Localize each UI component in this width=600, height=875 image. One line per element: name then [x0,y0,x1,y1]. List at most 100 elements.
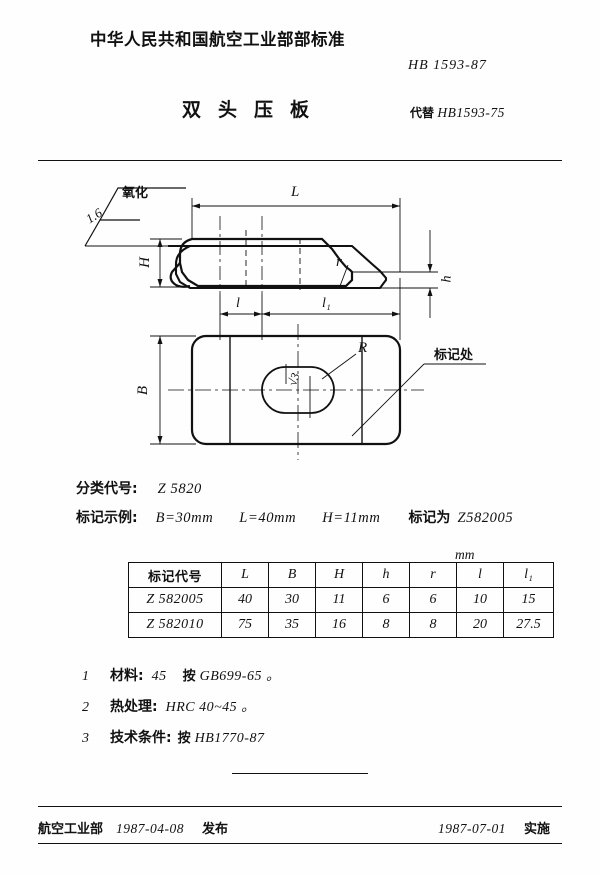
note-per: 按 [177,731,191,746]
surface-note-label: 氧化 [122,186,149,201]
table-cell: 30 [268,587,316,613]
footer-effective: 1987-07-01 实施 [438,818,550,838]
table-cell: 40 [221,587,269,613]
note-number: 3 [82,731,89,746]
table-header-cell: L [221,562,269,588]
dimension-label-L: L [291,184,300,200]
dimension-H [150,238,182,288]
dimension-label-h: h [439,275,455,283]
table-header-cell: r [409,562,457,588]
table-header-cell: h [362,562,410,588]
surface-finish-symbol [84,187,186,247]
classification-label: 分类代号: [76,481,138,497]
footer-divider-bottom [38,843,562,844]
dimension-label-l1: l₁ [322,296,331,311]
dimension-label-l: l [236,296,240,311]
page-title: 双头压板 [182,99,327,121]
table-cell: 10 [456,587,504,613]
dimension-label-R: R [358,340,368,356]
note-per: 按 [182,669,196,684]
note-label: 热处理: [110,699,158,715]
list-item: 2 热处理: HRC 40~45 。 [82,696,280,716]
plan-view-center-lines [168,324,424,460]
specification-block: 分类代号: Z 5820 标记示例: B=30mm L=40mm H=11mm … [76,478,513,536]
note-reference: HB1770-87 [194,731,265,746]
table-cell: 11 [315,587,363,613]
replaces-code: HB1593-75 [437,105,505,120]
footer-effective-date: 1987-07-01 [438,821,506,836]
table-cell: Z 582010 [128,612,222,638]
note-label: 材料: [110,668,144,684]
mark-location-leader [351,363,486,437]
table-cell: 16 [315,612,363,638]
list-item: 1 材料: 45 按 GB699-65 。 [82,665,280,685]
example-dimension-l: L=40mm [239,510,297,526]
drawing-canvas [84,187,486,460]
table-row: Z 582010 75 35 16 8 8 20 27.5 [128,612,554,638]
side-view-body [178,237,354,288]
table-cell: 8 [362,612,410,638]
table-cell: 15 [503,587,554,613]
table-cell: Z 582005 [128,587,222,613]
footer-issuer: 航空工业部 1987-04-08 发布 [38,818,228,838]
table-header-cell: l₁ [503,562,554,588]
note-value: 45 [151,669,167,684]
specifications-table: 标记代号 L B H h r l l₁ Z 582005 40 30 11 6 … [128,562,554,638]
dimension-B [150,335,196,445]
side-view-outline [168,244,388,290]
note-number: 1 [82,669,89,684]
table-header-cell: l [456,562,504,588]
header-divider [38,160,562,161]
table-cell: 20 [456,612,504,638]
side-view-center-lines [219,216,263,294]
note-value: HRC 40~45 。 [165,700,256,715]
dimension-L [191,198,401,272]
list-item: 3 技术条件: 按 HB1770-87 [82,727,280,747]
note-reference: GB699-65 。 [199,669,281,684]
dimension-label-H: H [136,257,153,268]
table-cell: 27.5 [503,612,554,638]
standard-organization-heading: 中华人民共和国航空工业部部标准 [90,30,345,49]
classification-value: Z 5820 [157,481,202,497]
mark-as-value: Z582005 [457,510,514,526]
note-label: 技术条件: [110,730,172,746]
example-dimension-h: H=11mm [322,510,381,526]
dimension-label-r: r [336,254,342,270]
marking-example-label: 标记示例: [76,510,138,526]
table-cell: 6 [409,587,457,613]
table-header-cell: B [268,562,316,588]
table-header-cell: H [315,562,363,588]
side-view-left-nose [169,262,191,288]
slot-width-dim [285,364,311,418]
dimension-label-B: B [135,385,152,396]
table-header-row: 标记代号 L B H h r l l₁ [128,562,554,588]
table-cell: 6 [362,587,410,613]
replaces-info: 代替 HB1593-75 [410,104,505,121]
table-cell: 75 [221,612,269,638]
notes-list: 1 材料: 45 按 GB699-65 。 2 热处理: HRC 40~45 。… [82,665,280,758]
radius-r-leader [339,264,349,287]
footer-issue-action: 发布 [202,822,229,837]
table-row: Z 582005 40 30 11 6 6 10 15 [128,587,554,613]
footer-effective-action: 实施 [524,822,551,837]
dimension-h [352,230,438,318]
table-cell: 8 [409,612,457,638]
footer-divider-top [38,806,562,807]
footer-issue-date: 1987-04-08 [116,821,185,836]
section-divider [232,773,368,774]
table-cell: 35 [268,612,316,638]
mark-location-label: 标记处 [434,348,474,363]
side-view-hidden-lines [245,230,301,290]
table-header-cell: 标记代号 [128,562,222,588]
footer-organization: 航空工业部 [38,822,104,837]
technical-drawing: 氧化 1.6 L H h r l l₁ B R √3 标记处 [0,168,600,468]
classification-row: 分类代号: Z 5820 [76,478,513,498]
example-dimension-b: B=30mm [155,510,214,526]
slot-radius-leader [321,353,357,380]
dimension-l-l1 [219,278,401,340]
marking-example-row: 标记示例: B=30mm L=40mm H=11mm 标记为 Z582005 [76,507,513,527]
note-number: 2 [82,700,89,715]
table-unit-label: mm [455,547,475,562]
mark-as-label: 标记为 [408,510,451,526]
